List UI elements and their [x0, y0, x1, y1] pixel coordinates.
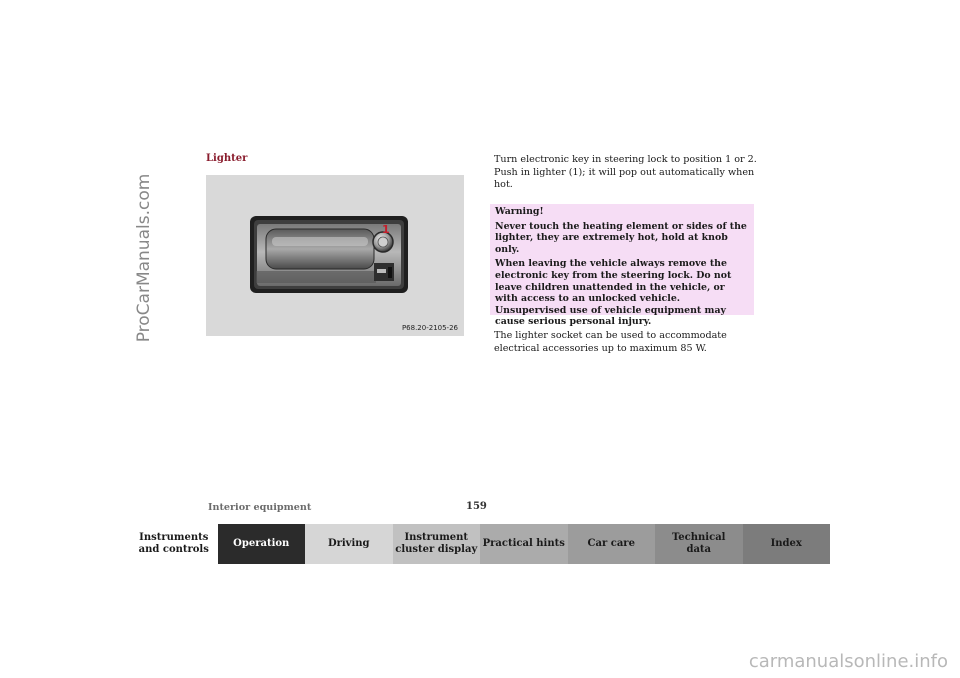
watermark-carmanualsonline: carmanualsonline.info: [748, 651, 948, 672]
lighter-figure: 1 P68.20-2105-26: [206, 175, 464, 336]
tab-car-care[interactable]: Car care: [567, 524, 655, 564]
tab-driving[interactable]: Driving: [305, 524, 393, 564]
tab-instrument-cluster-display[interactable]: Instrument cluster display: [392, 524, 480, 564]
lighter-illustration: [250, 216, 408, 293]
warning-text-2: When leaving the vehicle always remove t…: [495, 258, 732, 328]
accessories-paragraph: The lighter socket can be used to accomm…: [494, 330, 727, 354]
figure-code: P68.20-2105-26: [401, 324, 458, 332]
tab-technical-data[interactable]: Technical data: [655, 524, 743, 564]
footer-section-title: Interior equipment: [208, 502, 312, 513]
tab-practical-hints[interactable]: Practical hints: [480, 524, 568, 564]
tab-operation[interactable]: Operation: [217, 524, 305, 564]
tab-instruments-and-controls[interactable]: Instruments and controls: [130, 524, 218, 564]
callout-1: 1: [382, 223, 390, 236]
instruction-paragraph: Turn electronic key in steering lock to …: [494, 154, 757, 190]
ashtray-lid: [265, 228, 375, 270]
page-number: 159: [466, 501, 487, 512]
warning-box: Warning! Never touch the heating element…: [490, 204, 754, 327]
watermark-procarmanuals: ProCarManuals.com: [134, 173, 154, 343]
warning-title: Warning!: [495, 206, 544, 217]
warning-text-1: Never touch the heating element or sides…: [495, 220, 747, 255]
tab-index[interactable]: Index: [742, 524, 830, 564]
section-title: Lighter: [206, 153, 248, 164]
chapter-nav: Instruments and controls Operation Drivi…: [130, 524, 830, 564]
